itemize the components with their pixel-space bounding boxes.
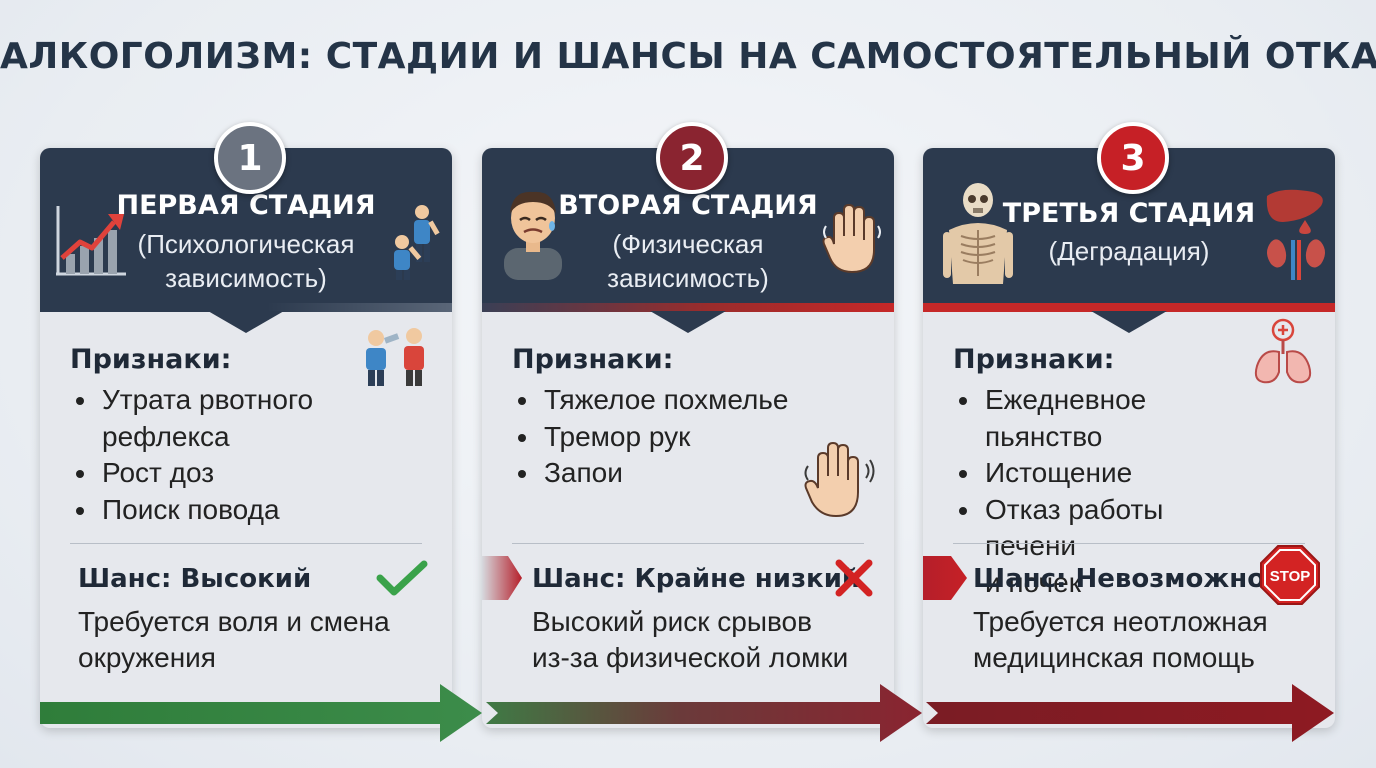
header-accent-bar bbox=[923, 303, 1335, 312]
header-notch bbox=[208, 311, 284, 333]
header-accent-bar bbox=[482, 303, 894, 312]
chance-note: Требуется неотложная медицинская помощь bbox=[973, 604, 1333, 676]
arrow-stage-2 bbox=[486, 684, 922, 742]
list-item: Тяжелое похмелье bbox=[512, 382, 812, 419]
signs-label: Признаки: bbox=[70, 344, 232, 375]
skeleton-icon bbox=[943, 183, 1013, 284]
lungs-icon bbox=[1254, 318, 1312, 384]
list-item: Поиск повода bbox=[70, 492, 370, 529]
liver-kidneys-icon bbox=[1266, 189, 1325, 280]
stage-number-badge: 2 bbox=[656, 122, 728, 194]
chance-note-line1: Требуется воля и смена bbox=[78, 606, 390, 637]
stop-sign-text: STOP bbox=[1270, 568, 1311, 585]
header-notch bbox=[650, 311, 726, 333]
stage-title: ВТОРАЯ СТАДИЯ bbox=[558, 190, 818, 221]
stage-header: ТРЕТЬЯ СТАДИЯ (Деградация) bbox=[923, 148, 1335, 312]
signs-label: Признаки: bbox=[512, 344, 674, 375]
stage-subtitle-line1: (Физическая bbox=[612, 229, 764, 259]
drinking-person-icon bbox=[366, 328, 424, 386]
shaking-hand-icon bbox=[822, 203, 881, 274]
stop-sign-icon: STOP bbox=[1260, 545, 1320, 605]
stage-card-3: ТРЕТЬЯ СТАДИЯ (Деградация) Признаки: Еже… bbox=[923, 148, 1335, 728]
list-item: Утрата рвотного bbox=[70, 382, 370, 419]
divider bbox=[512, 543, 864, 544]
list-item: Запои bbox=[512, 455, 812, 492]
stage-subtitle-line1: (Деградация) bbox=[1048, 236, 1210, 266]
growth-chart-icon bbox=[56, 206, 126, 276]
chance-note: Требуется воля и смена окружения bbox=[78, 604, 438, 676]
stage-subtitle-line2: зависимость) bbox=[607, 263, 769, 293]
chance-note: Высокий риск срывов из-за физической лом… bbox=[532, 604, 892, 676]
chance-note-line1: Высокий риск срывов bbox=[532, 606, 812, 637]
check-icon bbox=[376, 560, 428, 596]
list-item: Тремор рук bbox=[512, 419, 812, 456]
chance-note-line2: окружения bbox=[78, 642, 216, 673]
signs-list: Ежедневное пьянство Истощение Отказ рабо… bbox=[953, 382, 1253, 601]
stage-number-badge: 1 bbox=[214, 122, 286, 194]
list-item-continuation: рефлекса bbox=[102, 420, 230, 452]
chance-note-line2: медицинская помощь bbox=[973, 642, 1255, 673]
drinking-people-icon bbox=[394, 205, 440, 280]
progression-arrows bbox=[40, 684, 1334, 742]
signs-list: Тяжелое похмелье Тремор рук Запои bbox=[512, 382, 812, 492]
stage-subtitle-line2: зависимость) bbox=[165, 263, 327, 293]
list-item: Истощение bbox=[953, 455, 1253, 492]
signs-list: Утрата рвотного рефлекса Рост доз Поиск … bbox=[70, 382, 370, 528]
arrow-stage-1 bbox=[40, 684, 482, 742]
shaking-hand-icon bbox=[804, 441, 875, 518]
divider bbox=[70, 543, 422, 544]
chance-note-line1: Требуется неотложная bbox=[973, 606, 1268, 637]
stage-title: ТРЕТЬЯ СТАДИЯ bbox=[1002, 198, 1256, 229]
chance-pointer bbox=[923, 556, 967, 600]
arrow-stage-3 bbox=[926, 684, 1334, 742]
list-item: Ежедневное пьянство bbox=[953, 382, 1253, 455]
stage-number-badge: 3 bbox=[1097, 122, 1169, 194]
chance-label: Шанс: Крайне низкий bbox=[532, 564, 861, 594]
chance-label: Шанс: Высокий bbox=[78, 564, 312, 594]
chance-label: Шанс: Невозможно bbox=[973, 564, 1266, 594]
signs-label: Признаки: bbox=[953, 344, 1115, 375]
header-accent-bar bbox=[40, 303, 452, 312]
chance-note-line2: из-за физической ломки bbox=[532, 642, 849, 673]
chance-pointer bbox=[482, 556, 522, 600]
stage-card-2: ВТОРАЯ СТАДИЯ (Физическая зависимость) П… bbox=[482, 148, 894, 728]
list-item-continuation: и почек bbox=[985, 566, 1081, 598]
header-notch bbox=[1091, 311, 1167, 333]
list-item: Отказ работы печени bbox=[953, 492, 1253, 565]
stage-subtitle-line1: (Психологическая bbox=[137, 229, 355, 259]
cross-icon bbox=[835, 559, 873, 597]
divider bbox=[953, 543, 1305, 544]
list-item: Рост доз bbox=[70, 455, 370, 492]
stage-card-1: ПЕРВАЯ СТАДИЯ (Психологическая зависимос… bbox=[40, 148, 452, 728]
sick-face-icon bbox=[504, 191, 562, 280]
page-title: АЛКОГОЛИЗМ: СТАДИИ И ШАНСЫ НА САМОСТОЯТЕ… bbox=[0, 36, 1376, 77]
stage-title: ПЕРВАЯ СТАДИЯ bbox=[116, 190, 376, 221]
